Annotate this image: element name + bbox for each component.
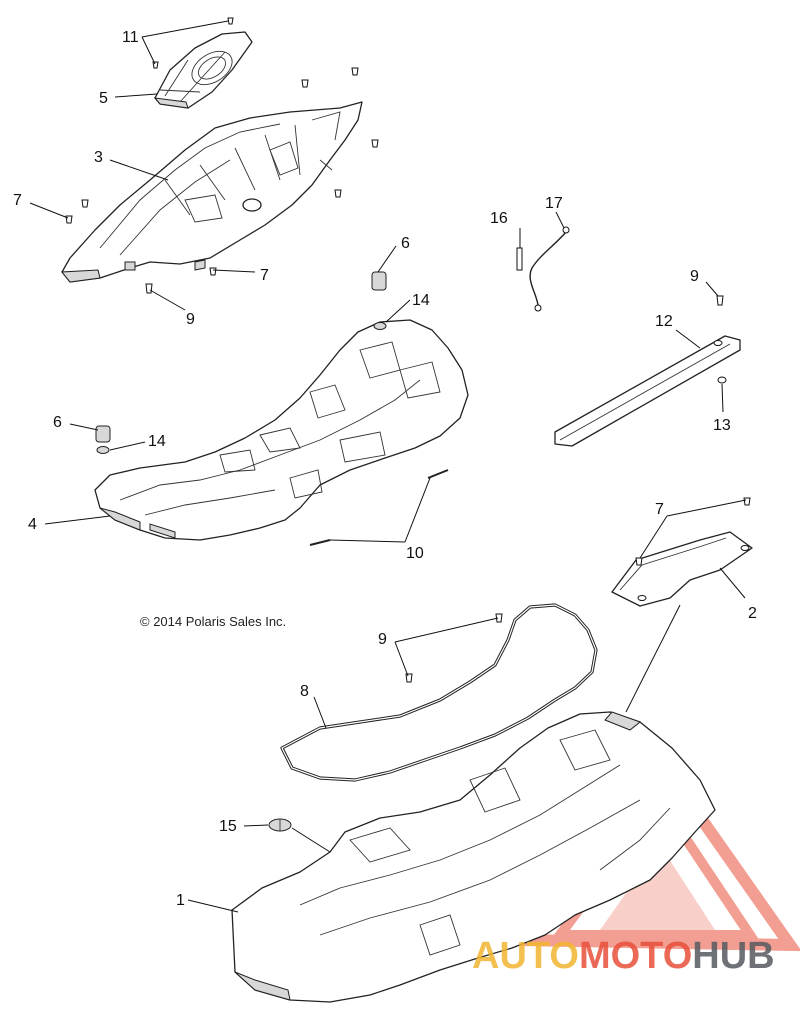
hardware	[65, 17, 751, 832]
watermark-hub: HUB	[692, 935, 774, 977]
callout-14: 14	[148, 433, 166, 450]
callout-8: 8	[300, 683, 309, 700]
callout-2: 2	[748, 605, 757, 622]
part-5-bezel	[153, 31, 253, 109]
part-1-main-body	[231, 711, 716, 1003]
callout-10: 10	[406, 545, 424, 562]
svg-text:AUTOMOTOHUB: AUTOMOTOHUB	[472, 935, 775, 977]
callout-1: 1	[176, 892, 185, 909]
callout-9: 9	[186, 311, 195, 328]
callout-6: 6	[401, 235, 410, 252]
part-3-upper-cover	[61, 101, 363, 283]
callout-9: 9	[690, 268, 699, 285]
callouts: 11 5 3 7 7 9 6 14 16 17 9 12 13 6 14 4 1…	[13, 29, 757, 909]
part-2-cover-plate	[611, 531, 753, 607]
callout-9: 9	[378, 631, 387, 648]
part-12-bracket	[554, 335, 741, 447]
callout-17: 17	[545, 195, 563, 212]
leader-lines	[29, 20, 747, 913]
callout-16: 16	[490, 210, 508, 227]
callout-5: 5	[99, 90, 108, 107]
callout-13: 13	[713, 417, 731, 434]
part-8-seal	[280, 603, 598, 782]
callout-14: 14	[412, 292, 430, 309]
watermark-auto: AUTO	[472, 935, 579, 977]
callout-3: 3	[94, 149, 103, 166]
callout-7: 7	[260, 267, 269, 284]
part-4-lower-panel	[94, 319, 469, 541]
watermark-text: AUTOMOTOHUB	[472, 935, 775, 977]
copyright-text: © 2014 Polaris Sales Inc.	[140, 614, 286, 629]
callout-6: 6	[53, 414, 62, 431]
callout-4: 4	[28, 516, 37, 533]
callout-7: 7	[655, 501, 664, 518]
callout-12: 12	[655, 313, 673, 330]
callout-11: 11	[122, 29, 139, 46]
callout-15: 15	[219, 818, 237, 835]
watermark-moto: MOTO	[579, 935, 692, 977]
callout-7: 7	[13, 192, 22, 209]
